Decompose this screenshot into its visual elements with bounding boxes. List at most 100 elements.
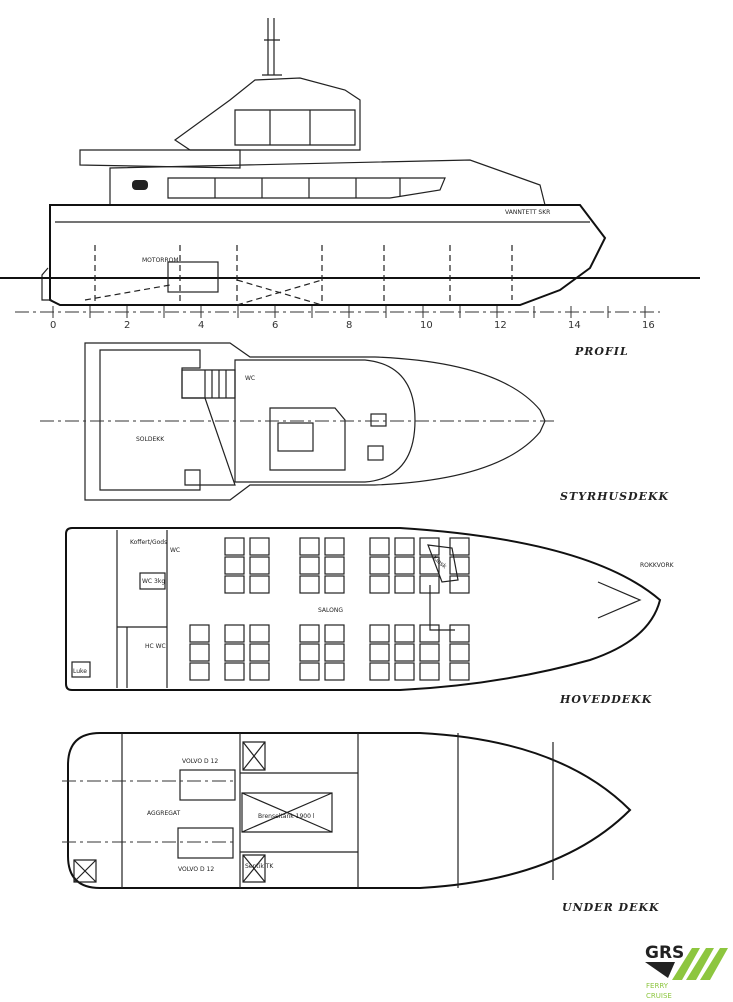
passenger-seat bbox=[419, 643, 440, 662]
under-deck-outline bbox=[67, 732, 632, 889]
passenger-seat bbox=[369, 575, 390, 594]
scale-tick-label: 2 bbox=[124, 320, 130, 331]
sundeck-outline bbox=[99, 349, 236, 491]
scale-tick-label: 8 bbox=[346, 320, 352, 331]
passenger-seat bbox=[369, 537, 390, 556]
wc-small-box bbox=[139, 572, 166, 590]
engine-1-label: VOLVO D 12 bbox=[182, 758, 218, 765]
generator-label: AGGREGAT bbox=[147, 810, 181, 817]
porthole bbox=[132, 180, 148, 190]
main-deck-view: Koffert/Gods WC WC 3kg HC WC SALONG ROKK… bbox=[65, 527, 675, 706]
engine-1 bbox=[179, 769, 236, 801]
profile-view: MOTORROM VANNTETT SKR 0 2 4 6 8 10 12 14 16 PROF… bbox=[0, 18, 700, 358]
sofa bbox=[269, 407, 346, 471]
passenger-seat bbox=[394, 662, 415, 681]
wheelhouse-deck-title: STYRHUSDEKK bbox=[560, 490, 669, 503]
shaft-line bbox=[84, 284, 171, 301]
passenger-seat bbox=[419, 537, 440, 556]
scale-tick-label: 0 bbox=[50, 320, 56, 331]
passenger-seat bbox=[299, 624, 320, 643]
passenger-seat bbox=[299, 556, 320, 575]
bulkhead-label: VANNTETT SKR bbox=[505, 209, 550, 216]
tank-profile bbox=[236, 279, 323, 306]
passenger-seat bbox=[369, 624, 390, 643]
passenger-seat bbox=[249, 575, 270, 594]
passenger-seat bbox=[419, 556, 440, 575]
passenger-seat bbox=[324, 624, 345, 643]
passenger-seat bbox=[299, 662, 320, 681]
grs-logo: GRS FERRY CRUISE bbox=[645, 943, 728, 1000]
luggage-label: Koffert/Gods bbox=[130, 539, 167, 546]
stairs bbox=[181, 369, 236, 399]
scale-tick-label: 4 bbox=[198, 320, 204, 331]
hc-wc-label: HC WC bbox=[145, 643, 166, 650]
scale-tick-label: 10 bbox=[420, 320, 433, 331]
septic-label: Septik TK bbox=[245, 863, 274, 870]
deck-outline bbox=[84, 342, 546, 501]
sundeck-rail bbox=[79, 149, 241, 169]
tank-box-top bbox=[242, 741, 266, 771]
hatch-box bbox=[73, 859, 97, 883]
scale-ticks: 0 2 4 6 8 10 12 14 16 bbox=[50, 306, 655, 331]
passenger-seat bbox=[449, 643, 470, 662]
passenger-seat bbox=[419, 624, 440, 643]
logo-text: GRS bbox=[645, 943, 684, 963]
passenger-seat bbox=[394, 556, 415, 575]
passenger-seat bbox=[369, 643, 390, 662]
scale-tick-label: 12 bbox=[494, 320, 507, 331]
passenger-seat bbox=[324, 662, 345, 681]
engine-room-label: MOTORROM bbox=[142, 257, 179, 264]
passenger-seat bbox=[224, 575, 245, 594]
logo-sub2: CRUISE bbox=[646, 992, 672, 1000]
wc-small-label: WC 3kg bbox=[142, 578, 165, 585]
table bbox=[277, 422, 314, 452]
passenger-seat bbox=[249, 556, 270, 575]
passenger-seat bbox=[224, 537, 245, 556]
passenger-seat bbox=[249, 624, 270, 643]
passenger-seat bbox=[394, 537, 415, 556]
passenger-seat bbox=[449, 624, 470, 643]
hull bbox=[49, 204, 607, 306]
septic-box bbox=[242, 854, 266, 883]
under-deck-view: VOLVO D 12 VOLVO D 12 AGGREGAT Brenselta… bbox=[62, 732, 660, 914]
logo-green-mark bbox=[672, 948, 728, 980]
passenger-seat bbox=[224, 556, 245, 575]
bow-locker bbox=[597, 581, 642, 619]
wheelhouse-plan bbox=[234, 359, 416, 483]
engine-2 bbox=[177, 827, 234, 859]
fuel-tank bbox=[241, 792, 333, 833]
wheelhouse-windows bbox=[234, 109, 356, 146]
under-deck-title: UNDER DEKK bbox=[562, 901, 660, 914]
passenger-seat bbox=[189, 643, 210, 662]
helm-chair-1 bbox=[370, 413, 387, 427]
aft-compartments bbox=[116, 530, 168, 688]
engine-2-label: VOLVO D 12 bbox=[178, 866, 214, 873]
scale-tick-label: 6 bbox=[272, 320, 278, 331]
bulkheads bbox=[121, 733, 554, 888]
passenger-seat bbox=[324, 537, 345, 556]
passenger-seat bbox=[449, 662, 470, 681]
passenger-seat bbox=[369, 662, 390, 681]
passenger-seat bbox=[419, 575, 440, 594]
passenger-seat bbox=[324, 575, 345, 594]
wheelhouse bbox=[173, 77, 361, 151]
superstructure bbox=[109, 159, 546, 206]
main-deck-outline bbox=[65, 527, 662, 691]
engine-profile bbox=[167, 261, 219, 293]
profile-title: PROFIL bbox=[574, 345, 629, 358]
passenger-seat bbox=[299, 643, 320, 662]
scale-tick-label: 14 bbox=[568, 320, 581, 331]
passenger-seat bbox=[249, 643, 270, 662]
passenger-seat bbox=[449, 537, 470, 556]
scale-tick-label: 16 bbox=[642, 320, 655, 331]
passenger-seat bbox=[189, 624, 210, 643]
rudder bbox=[41, 267, 52, 301]
passenger-seat bbox=[224, 624, 245, 643]
hatch bbox=[71, 661, 91, 678]
fuel-tank-label: Brenseltank 1900 l bbox=[258, 813, 315, 820]
passenger-seat bbox=[449, 575, 470, 594]
saloon-front-wall bbox=[429, 585, 455, 631]
passenger-seat bbox=[299, 575, 320, 594]
passenger-seat bbox=[394, 624, 415, 643]
